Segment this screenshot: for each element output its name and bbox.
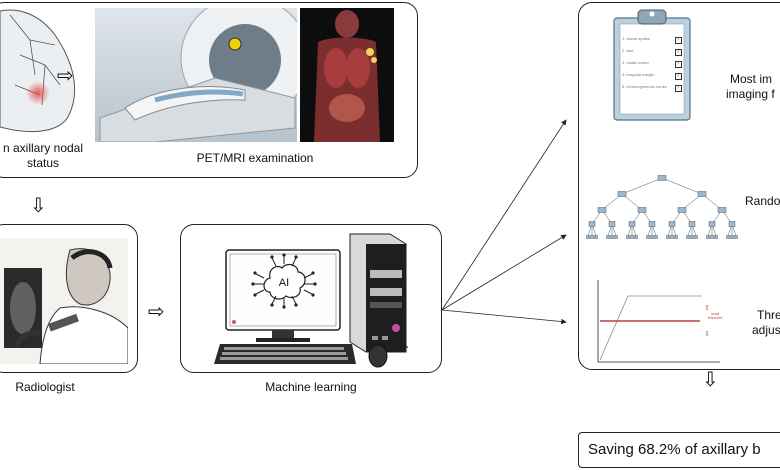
down-arrow-2: ⇩ [702, 369, 719, 391]
arrow-to-random-forest [441, 234, 567, 311]
tree-node [586, 235, 590, 239]
tree-node [717, 207, 727, 213]
machine-learning-label: Machine learning [265, 380, 357, 394]
random-forest-label: Rando [745, 194, 780, 208]
arrow-to-features [441, 119, 567, 311]
tree-node [706, 235, 710, 239]
pet-mri-scanner-image [95, 8, 297, 142]
pet-body-scan-image [300, 8, 394, 142]
tree-node [686, 235, 690, 239]
threshold-chart-image: ⇧ ⇩ [597, 280, 720, 363]
keyboard-icon [214, 344, 356, 364]
arrow-to-threshold [441, 309, 567, 325]
tree-node [670, 235, 674, 239]
tree-node [730, 235, 734, 239]
checkbox-icon: ✓ [675, 73, 682, 80]
random-forest-tree-image [586, 175, 738, 239]
tree-node [634, 235, 638, 239]
tree-edge [621, 177, 663, 195]
computer-image [214, 233, 409, 368]
tree-node [734, 235, 738, 239]
checkbox-icon: ✓ [675, 49, 682, 56]
tree-node [726, 235, 730, 239]
checkbox-icon: ✓ [675, 37, 682, 44]
checklist-item: 2. size ✓ [622, 48, 682, 56]
tree-node [688, 221, 696, 227]
radiologist-label: Radiologist [15, 380, 75, 394]
tree-node [657, 175, 667, 181]
pet-mri-label: PET/MRI examination [196, 151, 314, 165]
tree-node [674, 235, 678, 239]
tree-node [690, 235, 694, 239]
desktop-tower-icon [349, 233, 407, 353]
tree-node [694, 235, 698, 239]
tree-node [648, 221, 656, 227]
right-arrow-1: ⇨ [57, 65, 74, 87]
features-label: Most im imaging f [726, 72, 775, 101]
tree-node [637, 207, 647, 213]
clipboard-checklist-image [613, 9, 691, 121]
tree-node [594, 235, 598, 239]
tree-node [608, 221, 616, 227]
checklist-item: 5. inhomogeneous cortex ✓ [622, 84, 682, 92]
tree-node [710, 235, 714, 239]
tree-node [697, 191, 707, 197]
tree-node [666, 235, 670, 239]
down-arrow-1: ⇩ [30, 195, 47, 217]
checklist-item: 1. tissue uptake ✓ [622, 36, 682, 44]
tree-node [590, 235, 594, 239]
checklist: 1. tissue uptake ✓ 2. size ✓ 3. nodal bo… [622, 36, 682, 96]
tree-node [677, 207, 687, 213]
saving-result-box [578, 432, 780, 468]
tree-node [606, 235, 610, 239]
saving-result-text: Saving 68.2% of axillary b [588, 441, 761, 458]
tree-node [728, 221, 736, 227]
tree-node [614, 235, 618, 239]
svg-text:⇧: ⇧ [704, 304, 710, 312]
radiologist-image [0, 238, 128, 364]
tree-node [654, 235, 658, 239]
checklist-item: 3. nodal border ✓ [622, 60, 682, 68]
tree-node [597, 207, 607, 213]
threshold-chart-annotation: recall threshold [707, 312, 723, 320]
tree-node [626, 235, 630, 239]
tree-node [650, 235, 654, 239]
checkbox-icon: ✓ [675, 61, 682, 68]
threshold-label: Thre adjus [752, 308, 780, 337]
tree-node [588, 221, 596, 227]
checklist-item: 4. irregular margin ✓ [622, 72, 682, 80]
ai-chip-text: AI [278, 277, 290, 289]
tree-node [668, 221, 676, 227]
tree-node [617, 191, 627, 197]
tree-edge [661, 177, 703, 195]
mouse-icon [368, 343, 409, 368]
right-arrow-2: ⇨ [148, 301, 165, 323]
axillary-status-label: n axillary nodal status [2, 141, 84, 170]
checkbox-icon: ✓ [675, 85, 682, 92]
tree-node [714, 235, 718, 239]
tree-node [630, 235, 634, 239]
ai-brain-icon [251, 253, 317, 309]
tree-node [646, 235, 650, 239]
breast-sketch-image [0, 9, 76, 133]
tree-node [628, 221, 636, 227]
tree-node [708, 221, 716, 227]
svg-text:⇩: ⇩ [704, 331, 710, 338]
tree-node [610, 235, 614, 239]
